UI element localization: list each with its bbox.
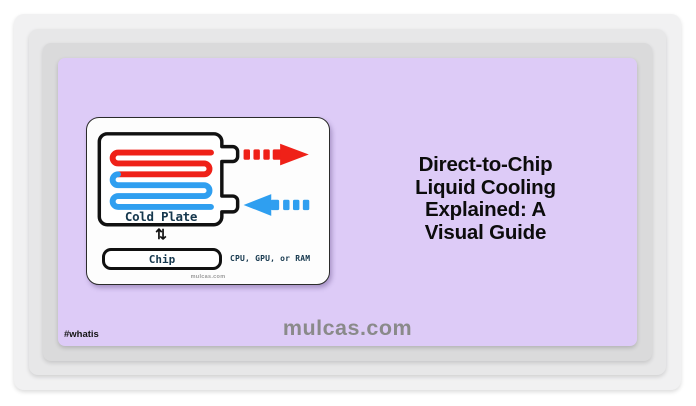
dashed-arrow-right-icon (243, 143, 309, 166)
cold-plate-outline (97, 132, 240, 227)
cooling-diagram (97, 132, 310, 227)
hashtag-label: #whatis (64, 329, 99, 340)
title-line: Explained: A (424, 198, 546, 221)
heat-exchange-icon: ⇅ (155, 226, 167, 242)
coolant-tube-cold (109, 171, 214, 210)
purple-panel: Cold Plate ⇅ Chip CPU, GPU, or RAM mulca… (58, 58, 637, 346)
dashed-arrow-left-icon (243, 194, 310, 216)
frame-middle: Cold Plate ⇅ Chip CPU, GPU, or RAM mulca… (29, 29, 666, 375)
card-watermark: mulcas.com (190, 274, 226, 280)
chip-label: Chip (148, 252, 176, 266)
coolant-tube-hot (109, 149, 214, 178)
frame-outer: Cold Plate ⇅ Chip CPU, GPU, or RAM mulca… (14, 14, 681, 390)
chip-caption: CPU, GPU, or RAM (230, 254, 311, 263)
title-line: Visual Guide (424, 220, 547, 244)
title-line: Direct-to-Chip (418, 153, 553, 176)
cold-plate-label: Cold Plate (124, 209, 198, 224)
frame-inner: Cold Plate ⇅ Chip CPU, GPU, or RAM mulca… (43, 43, 652, 361)
page-title: Direct-to-Chip Liquid Cooling Explained:… (373, 153, 598, 244)
chip-box: Chip (102, 248, 222, 270)
site-watermark: mulcas.com (282, 316, 413, 340)
title-line: Liquid Cooling (415, 175, 556, 199)
cooling-diagram-card: Cold Plate ⇅ Chip CPU, GPU, or RAM mulca… (86, 117, 330, 285)
